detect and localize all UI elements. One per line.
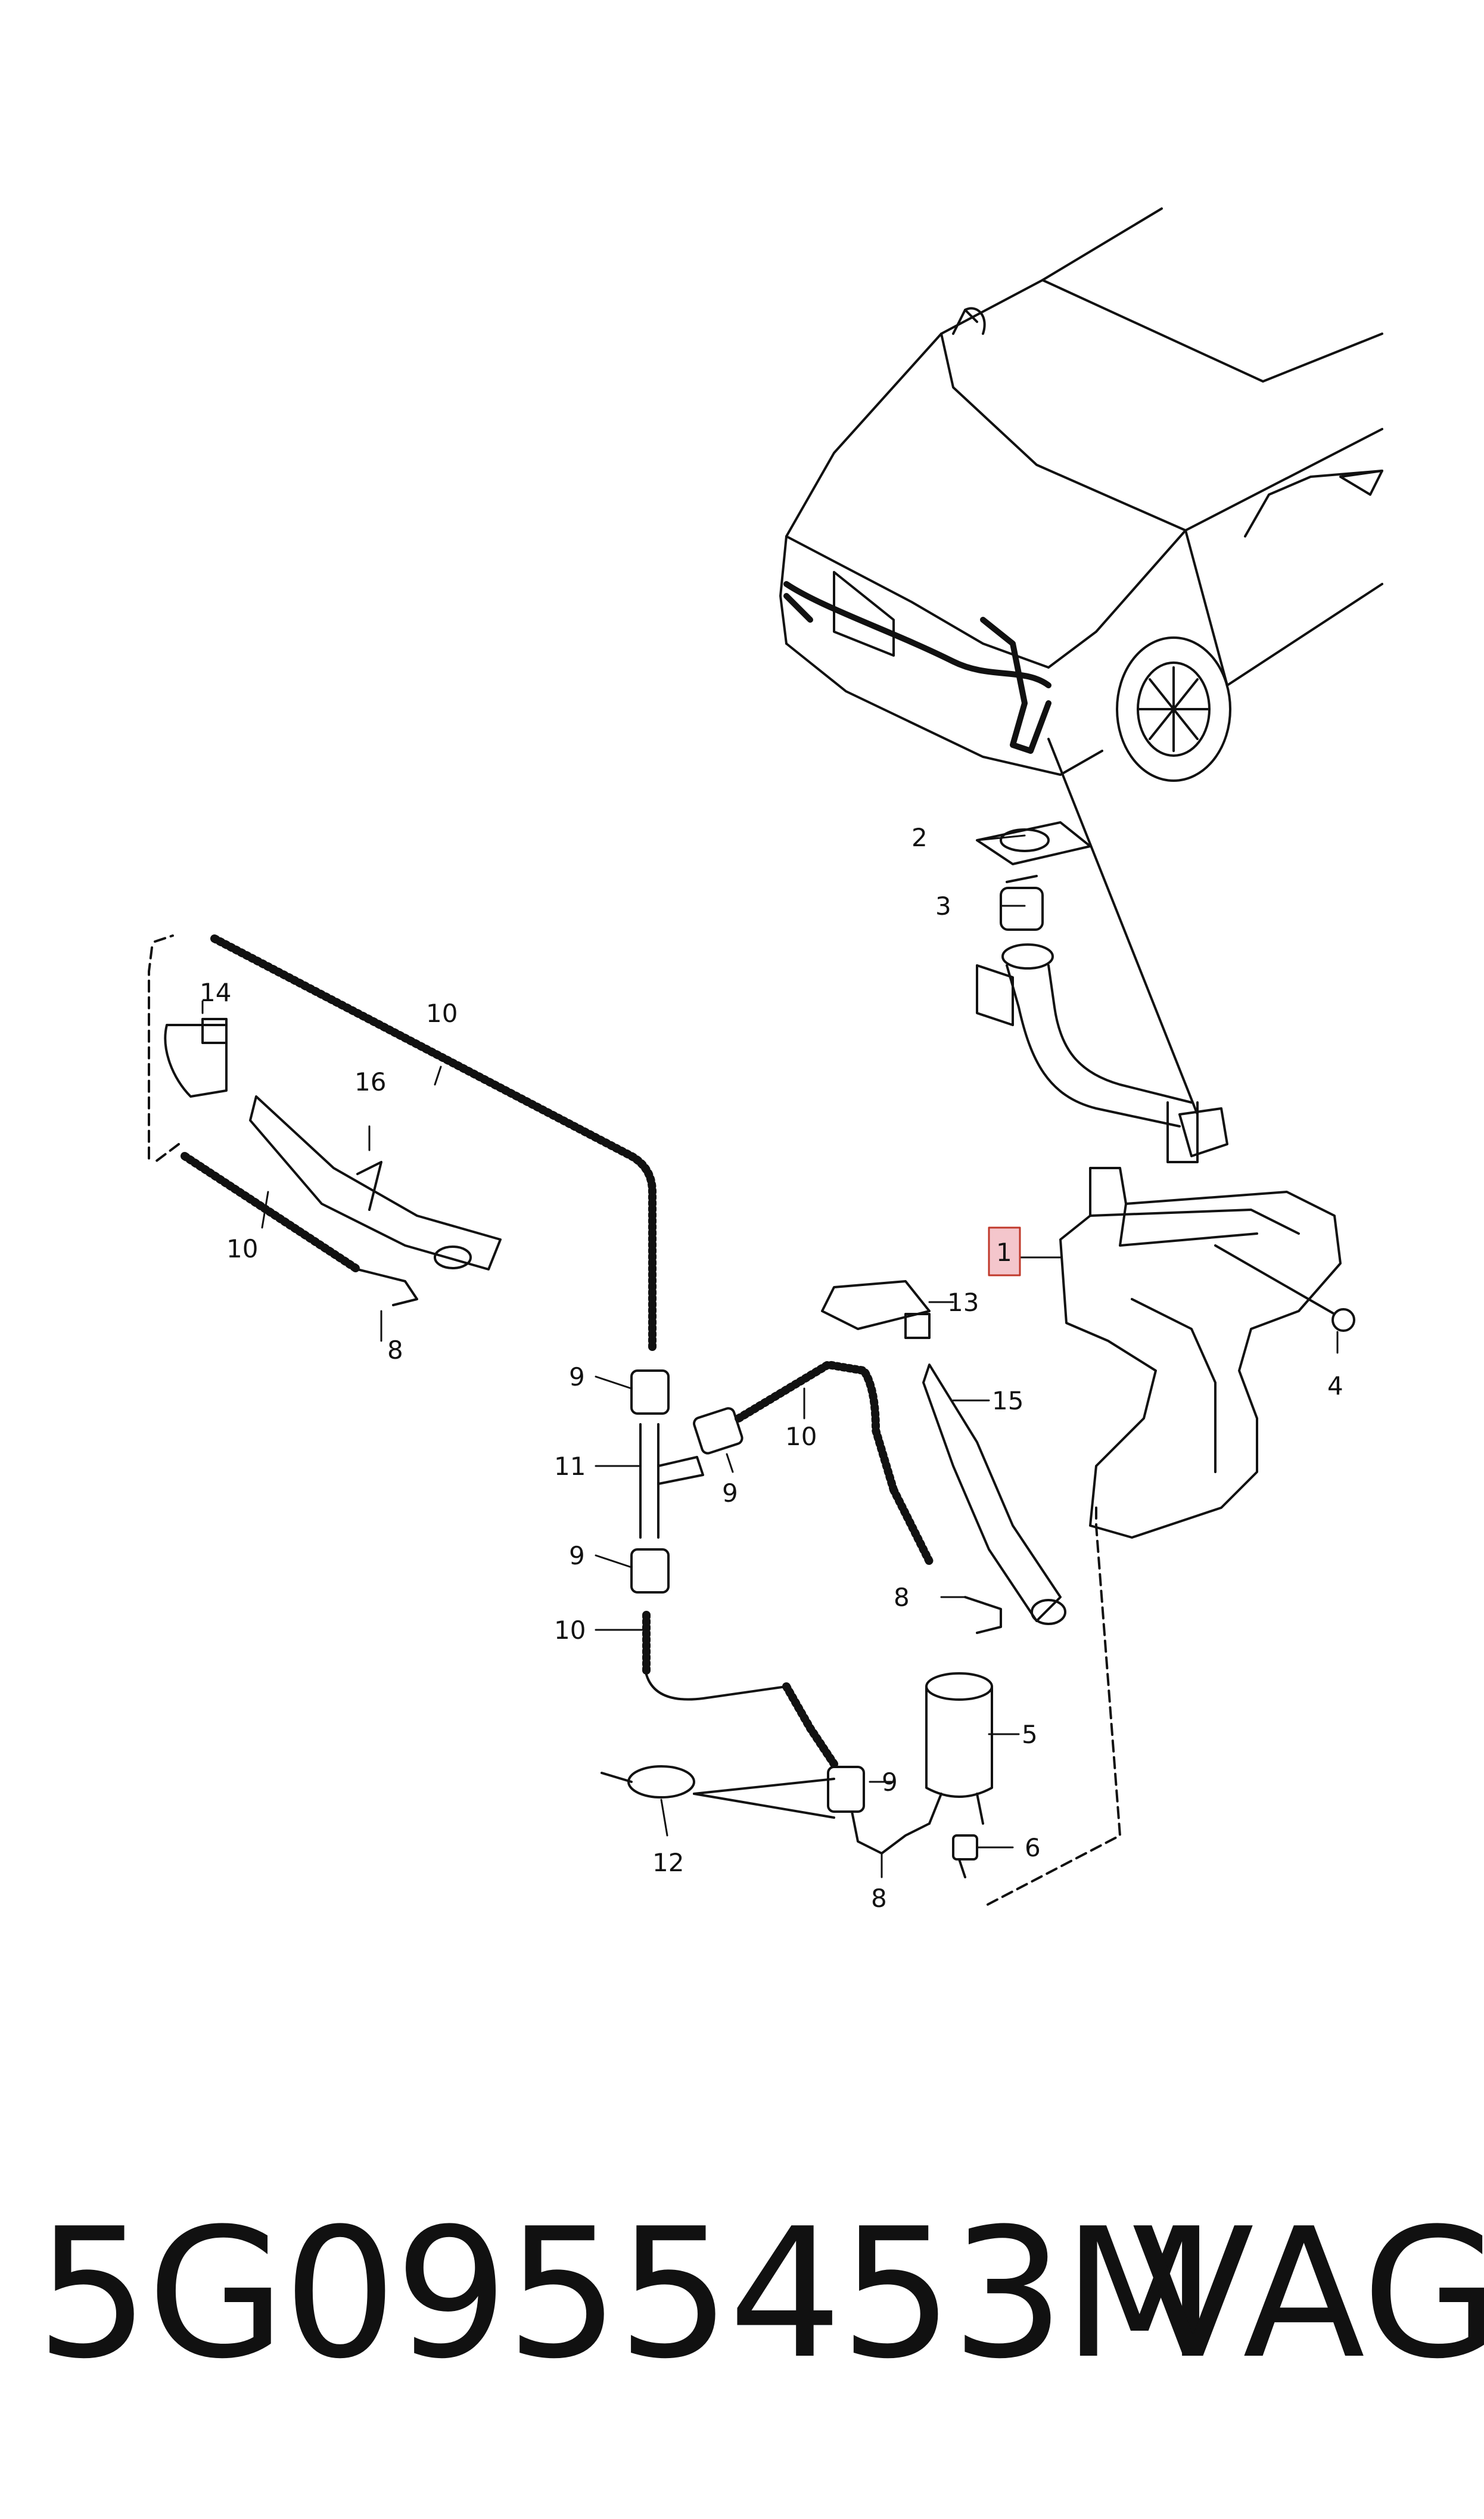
callout-9-d: 9: [882, 1768, 898, 1797]
callout-6: 6: [1025, 1833, 1041, 1862]
hose-middle: [735, 1361, 898, 1494]
callout-3: 3: [935, 892, 951, 921]
footer: 5G0955453M VAG: [0, 2169, 1484, 2443]
callout-9-a: 9: [569, 1362, 585, 1391]
hose-to-pump: [782, 1682, 838, 1768]
center-connectors: [630, 1369, 788, 1701]
hex-nut: [1214, 1244, 1355, 1332]
callout-9-b: 9: [722, 1479, 738, 1508]
nozzle-cover-left: [164, 1018, 228, 1098]
part-number: 5G0955453M: [36, 2190, 1217, 2398]
filler-neck-tube: [976, 943, 1199, 1163]
callout-10-low: 10: [554, 1616, 586, 1645]
callout-9-c: 9: [569, 1541, 585, 1570]
callout-10-top: 10: [426, 999, 458, 1028]
callout-14: 14: [200, 978, 231, 1007]
callout-1: 1: [996, 1238, 1012, 1267]
callout-8-bottom: 8: [871, 1884, 887, 1913]
callout-4: 4: [1327, 1371, 1343, 1400]
filler-cap: [976, 821, 1091, 865]
connector-8-right: [964, 1596, 1002, 1634]
hose-top: [210, 934, 657, 1351]
callout-10-left: 10: [226, 1234, 258, 1263]
telescopic-nozzle-right: [922, 1363, 1066, 1625]
callout-11: 11: [554, 1452, 586, 1481]
nozzle-cover-right: [821, 1280, 931, 1339]
car-illustration: [779, 207, 1383, 782]
callout-12: 12: [652, 1848, 684, 1877]
washer-reservoir: [1059, 1107, 1342, 1539]
pump-grommet: [952, 1834, 978, 1878]
callout-1-highlight: [988, 1226, 1021, 1276]
hose-lower-left: [181, 1152, 362, 1274]
callout-13: 13: [947, 1288, 979, 1317]
telescopic-nozzle-left: [249, 1095, 502, 1271]
brand-name: VAG: [1132, 2190, 1484, 2398]
connector-8-left: [356, 1268, 418, 1306]
filler-neck-seal: [1000, 875, 1044, 931]
callout-16: 16: [354, 1067, 386, 1097]
callout-15: 15: [992, 1386, 1023, 1415]
hose-clip: [601, 1765, 835, 1819]
callout-8-right: 8: [894, 1583, 910, 1612]
callout-10-mid: 10: [785, 1422, 817, 1451]
sleeve-9-bottom: [827, 1766, 865, 1813]
callout-8-left: 8: [387, 1335, 403, 1365]
leader-car-to-reservoir: [1047, 738, 1199, 1116]
callout-2: 2: [911, 823, 928, 852]
callout-labels: 1 2 3 4 5 6 8 8 8 9 9 9 9 10 10 10 10 11…: [200, 823, 1343, 1913]
washer-pump: [925, 1672, 993, 1825]
leader-lines: [201, 834, 1339, 1878]
callout-5: 5: [1022, 1720, 1038, 1749]
